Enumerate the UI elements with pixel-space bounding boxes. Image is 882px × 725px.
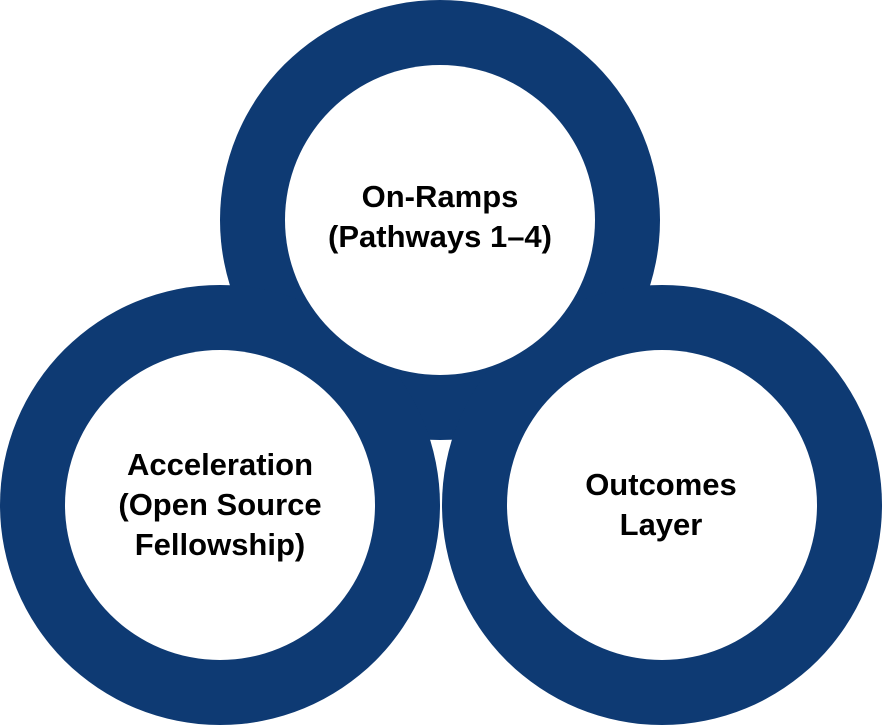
acceleration-line-1: Acceleration xyxy=(126,447,314,482)
outcomes-line-1: Outcomes xyxy=(585,467,737,502)
on-ramps-inner xyxy=(285,65,595,375)
acceleration-line-2: (Open Source xyxy=(118,487,322,522)
on-ramps-label: On-Ramps (Pathways 1–4) xyxy=(328,177,552,257)
on-ramps-line-2: (Pathways 1–4) xyxy=(328,219,552,254)
outcomes-inner xyxy=(507,350,817,660)
on-ramps-line-1: On-Ramps xyxy=(361,179,519,214)
outcomes-line-2: Layer xyxy=(619,507,703,542)
acceleration-inner xyxy=(65,350,375,660)
acceleration-label: Acceleration (Open Source Fellowship) xyxy=(118,445,321,565)
outcomes-label: Outcomes Layer xyxy=(585,465,737,545)
acceleration-line-3: Fellowship) xyxy=(134,527,306,562)
